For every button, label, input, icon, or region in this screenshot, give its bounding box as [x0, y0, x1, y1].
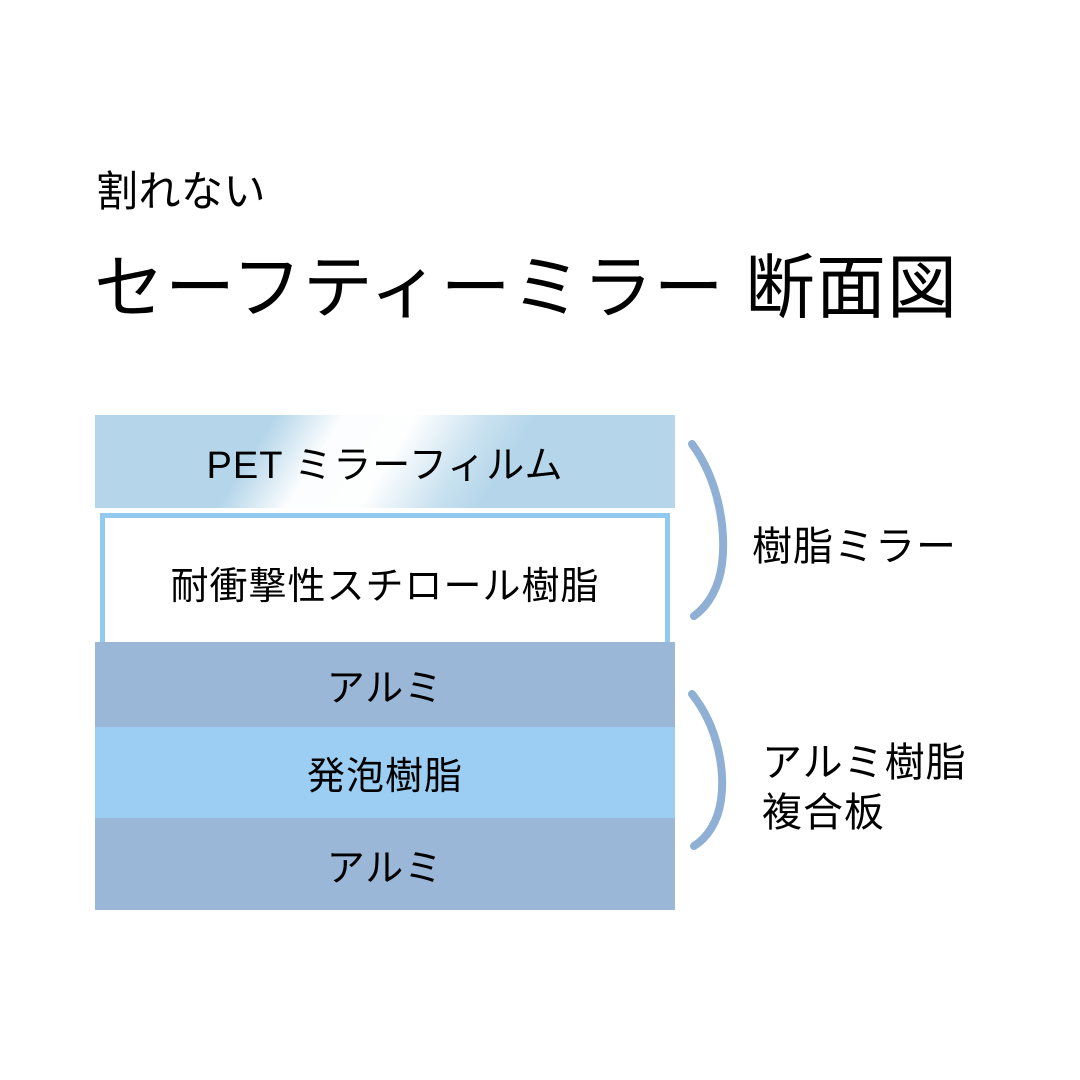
layer-label: アルミ	[326, 847, 444, 890]
curly-bracket-icon-aluminium-composite	[686, 690, 734, 850]
layer-pet-mirror-film: PET ミラーフィルム	[95, 415, 675, 508]
layer-label: 発泡樹脂	[306, 756, 463, 798]
layer-label: 耐衝撃性スチロール樹脂	[170, 565, 600, 608]
layer-foam-resin: 発泡樹脂	[95, 727, 675, 818]
page-title: セーフティーミラー 断面図	[94, 249, 959, 327]
curly-bracket-icon-resin-mirror	[686, 440, 734, 620]
layer-aluminium-bottom: アルミ	[95, 818, 675, 910]
bracket-label-resin-mirror: 樹脂ミラー	[752, 525, 957, 569]
bracket-label-aluminium-composite: アルミ樹脂 複合板	[762, 741, 967, 835]
cross-section-diagram: PET ミラーフィルム 耐衝撃性スチロール樹脂 アルミ 発泡樹脂 アルミ	[95, 415, 675, 910]
layer-impact-styrene-resin: 耐衝撃性スチロール樹脂	[100, 513, 670, 651]
layer-label: PET ミラーフィルム	[206, 445, 564, 487]
subtitle: 割れない	[96, 168, 267, 215]
layer-label: アルミ	[326, 668, 444, 710]
layer-aluminium-top: アルミ	[95, 642, 675, 727]
